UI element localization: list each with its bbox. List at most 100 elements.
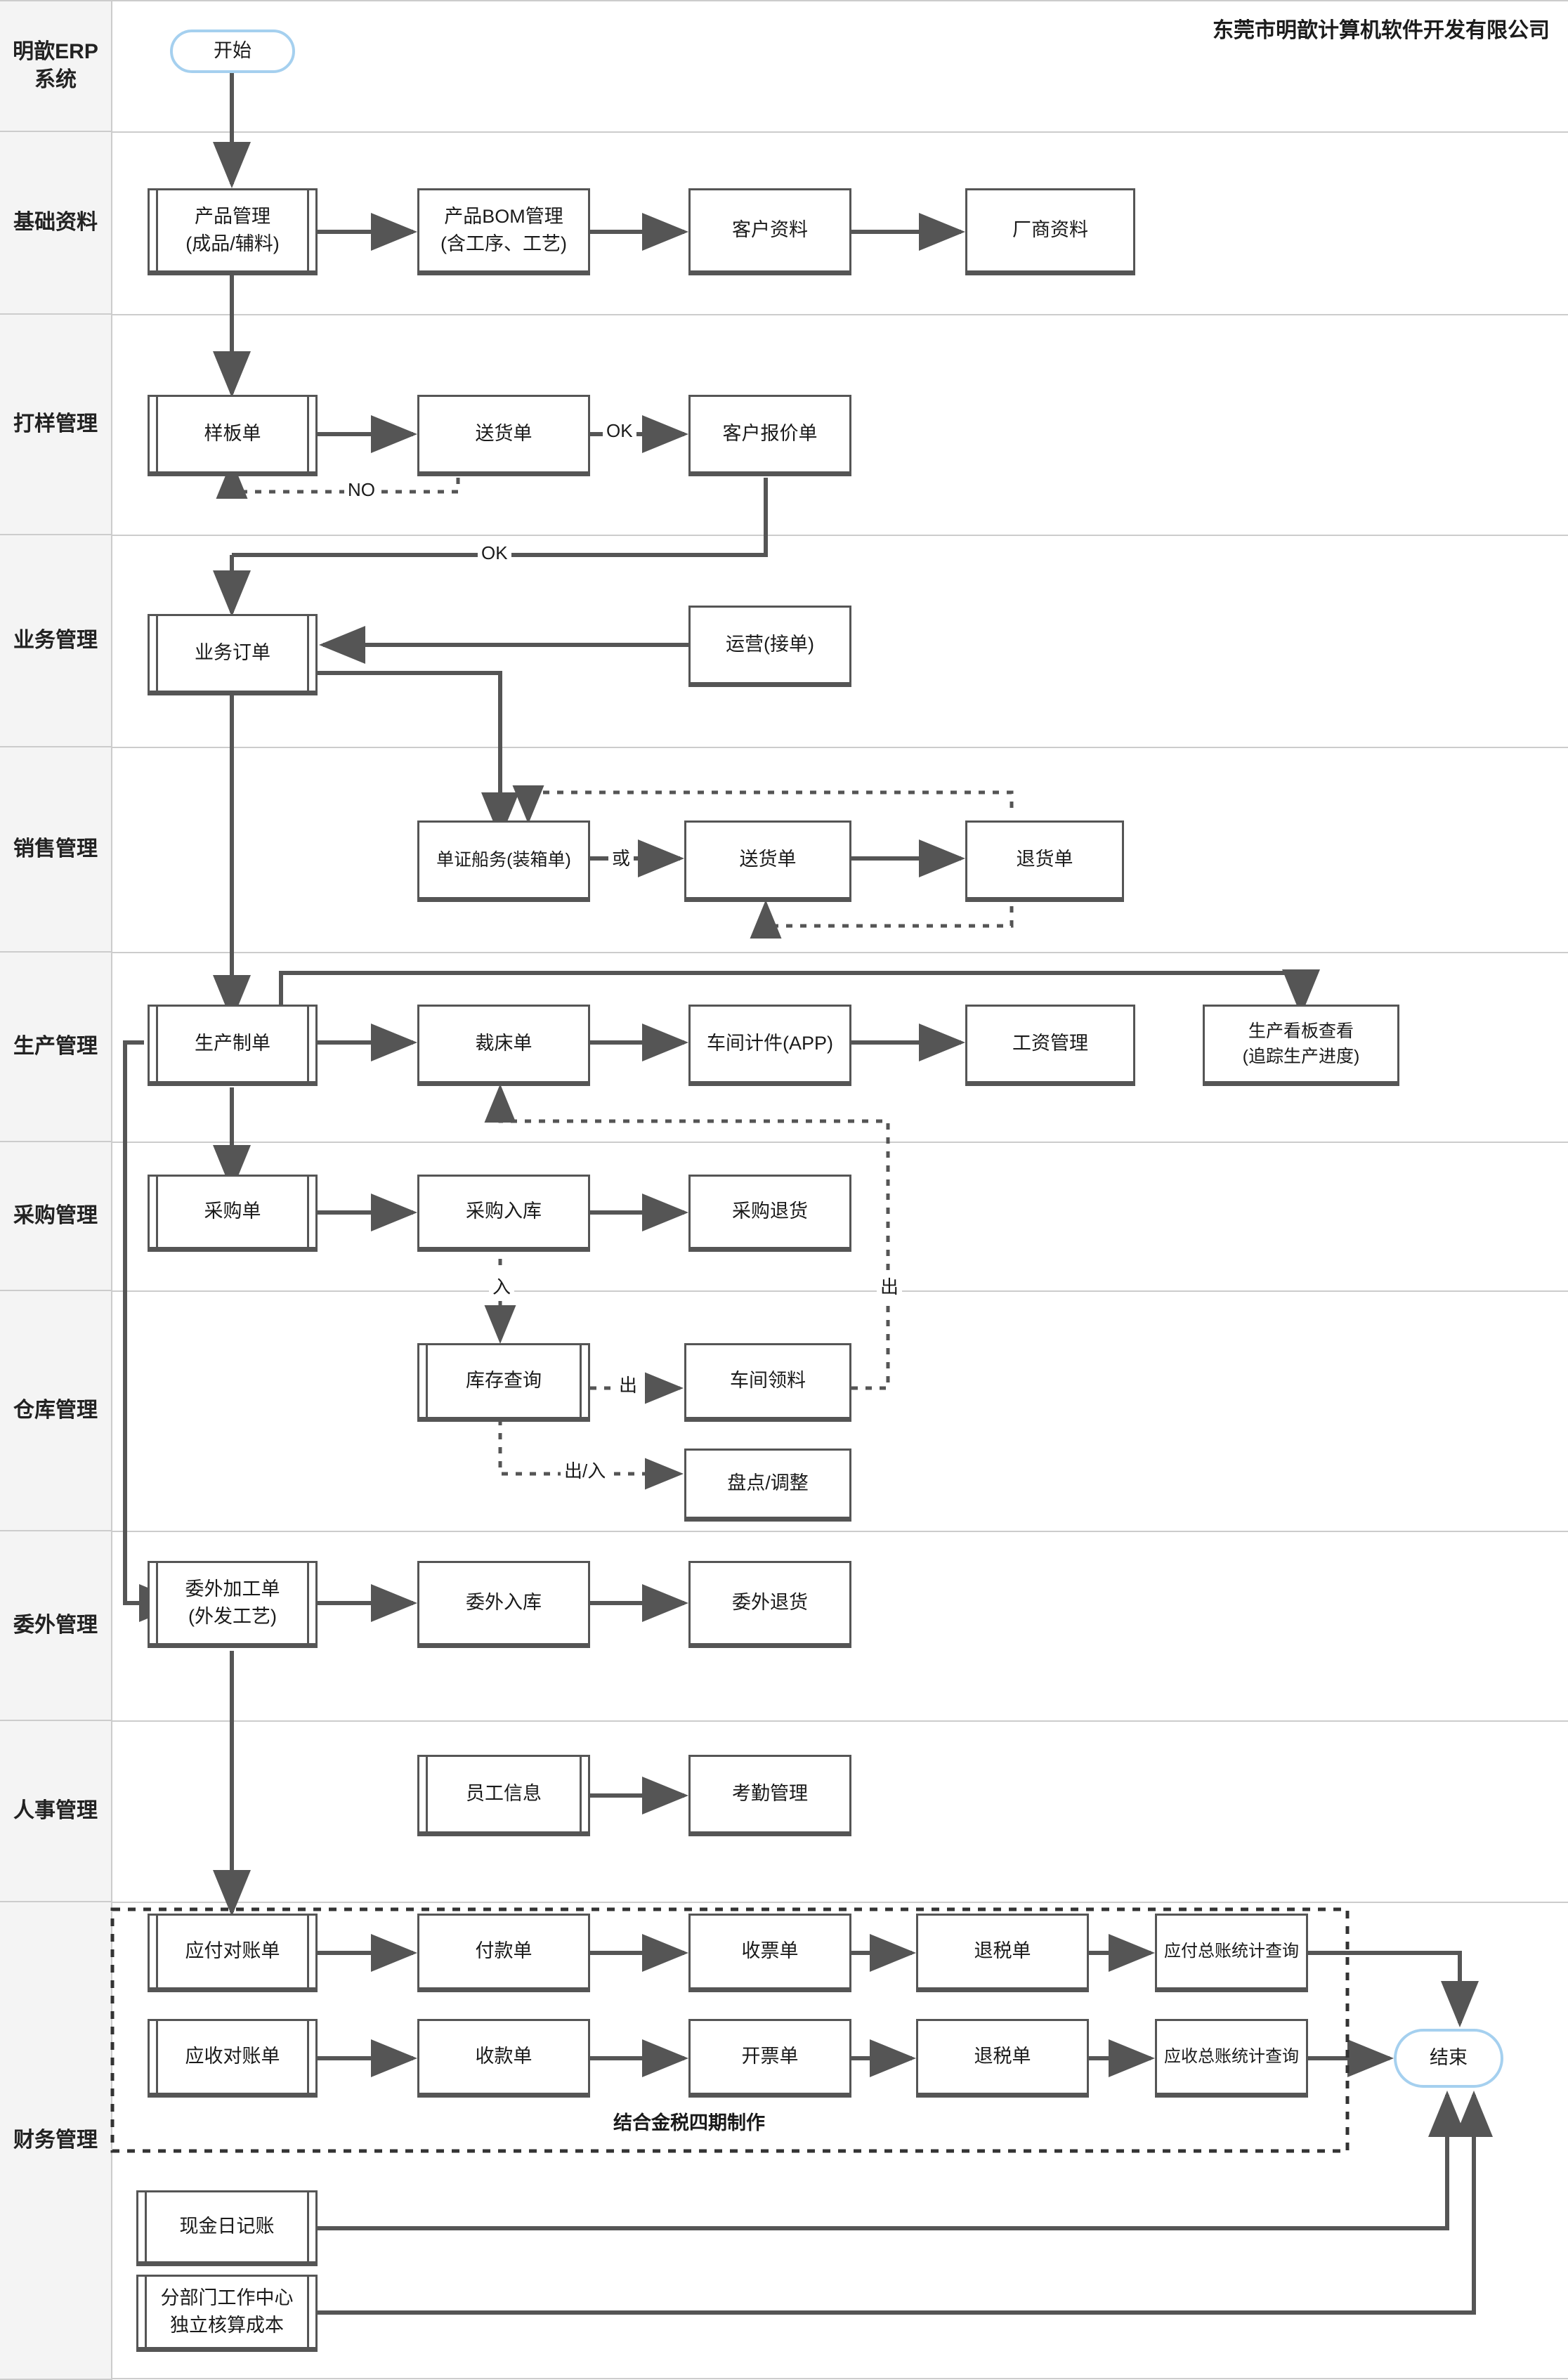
node-label: 车间计件(APP) — [706, 1033, 833, 1054]
node-payment-note[interactable]: 付款单 — [417, 1914, 590, 1992]
node-label: 生产看板查看 — [1248, 1021, 1354, 1041]
node-label: 开票单 — [741, 2046, 799, 2067]
node-purchase-in[interactable]: 采购入库 — [417, 1175, 590, 1252]
swimlane-label-warehouse: 仓库管理 — [0, 1291, 112, 1531]
swimlane-text: 仓库管理 — [13, 1398, 98, 1422]
node-tax-refund-ar[interactable]: 退税单 — [916, 2019, 1089, 2098]
node-sublabel: (外发工艺) — [188, 1606, 277, 1627]
node-sublabel: (追踪生产进度) — [1242, 1047, 1360, 1066]
node-label: 采购单 — [204, 1201, 261, 1222]
node-label: 收票单 — [741, 1940, 799, 1962]
node-label: 退货单 — [1016, 849, 1073, 870]
node-customer-quote[interactable]: 客户报价单 — [688, 395, 851, 476]
node-label: 采购入库 — [466, 1201, 542, 1222]
edge-label-out-production: 出 — [877, 1273, 903, 1299]
swimlane-label-hr: 人事管理 — [0, 1721, 112, 1902]
node-delivery-note-sampling[interactable]: 送货单 — [417, 395, 590, 476]
node-label: 裁床单 — [475, 1033, 533, 1054]
node-collection-note[interactable]: 收款单 — [417, 2019, 590, 2098]
node-sublabel: 独立核算成本 — [170, 2315, 284, 2336]
node-label: 样板单 — [204, 423, 261, 445]
node-label: 委外退货 — [732, 1592, 808, 1614]
node-operation-order[interactable]: 运营(接单) — [688, 606, 851, 687]
swimlane-text: 人事管理 — [13, 1798, 98, 1822]
node-workshop-piecework[interactable]: 车间计件(APP) — [688, 1005, 851, 1086]
node-cutting-order[interactable]: 裁床单 — [417, 1005, 590, 1086]
swimlane-text: 生产管理 — [13, 1034, 98, 1058]
node-label: 客户报价单 — [722, 423, 818, 445]
node-customer-data[interactable]: 客户资料 — [688, 188, 851, 275]
node-label: 库存查询 — [466, 1370, 542, 1392]
node-production-order[interactable]: 生产制单 — [148, 1005, 318, 1086]
node-end[interactable]: 结束 — [1394, 2029, 1503, 2088]
node-doc-shipping[interactable]: 单证船务(装箱单) — [417, 820, 590, 902]
node-department-work-center[interactable]: 分部门工作中心 独立核算成本 — [136, 2275, 318, 2352]
node-salary-management[interactable]: 工资管理 — [965, 1005, 1135, 1086]
node-ar-ledger-query[interactable]: 应收总账统计查询 — [1155, 2019, 1308, 2098]
node-sublabel: (成品/辅料) — [185, 233, 280, 254]
node-label: 应付总账统计查询 — [1164, 1941, 1299, 1961]
node-label: 送货单 — [739, 849, 797, 870]
node-workshop-picking[interactable]: 车间领料 — [684, 1343, 851, 1422]
node-delivery-note-sales[interactable]: 送货单 — [684, 820, 851, 902]
swimlane-text: 采购管理 — [13, 1203, 98, 1227]
edge-label-no-sampling: NO — [344, 479, 379, 501]
node-label: 车间领料 — [730, 1370, 806, 1392]
node-label: 考勤管理 — [732, 1783, 808, 1805]
edge-label-in-stock: 入 — [489, 1273, 515, 1299]
node-ar-statement[interactable]: 应收对账单 — [148, 2019, 318, 2098]
node-attendance-management[interactable]: 考勤管理 — [688, 1755, 851, 1836]
node-bom-management[interactable]: 产品BOM管理 (含工序、工艺) — [417, 188, 590, 275]
node-label: 业务订单 — [195, 642, 270, 664]
node-start[interactable]: 开始 — [170, 30, 295, 73]
swimlane-label-outsource: 委外管理 — [0, 1531, 112, 1721]
node-label: 员工信息 — [466, 1783, 542, 1805]
node-production-kanban[interactable]: 生产看板查看 (追踪生产进度) — [1203, 1005, 1399, 1086]
node-label: 产品管理 — [195, 205, 270, 227]
node-ap-statement[interactable]: 应付对账单 — [148, 1914, 318, 1992]
node-product-management[interactable]: 产品管理 (成品/辅料) — [148, 188, 318, 275]
node-label: 现金日记账 — [179, 2216, 275, 2237]
node-cash-journal[interactable]: 现金日记账 — [136, 2190, 318, 2266]
node-ap-ledger-query[interactable]: 应付总账统计查询 — [1155, 1914, 1308, 1992]
node-purchase-order[interactable]: 采购单 — [148, 1175, 318, 1252]
node-stock-query[interactable]: 库存查询 — [417, 1343, 590, 1422]
node-employee-info[interactable]: 员工信息 — [417, 1755, 590, 1836]
swimlane-text: 销售管理 — [13, 837, 98, 861]
node-business-order[interactable]: 业务订单 — [148, 614, 318, 695]
node-label: 工资管理 — [1012, 1033, 1088, 1054]
node-label: 客户资料 — [732, 219, 808, 241]
node-purchase-return[interactable]: 采购退货 — [688, 1175, 851, 1252]
node-label: 单证船务(装箱单) — [436, 849, 571, 870]
node-label: 运营(接单) — [726, 634, 814, 655]
swimlane-text: 打样管理 — [13, 412, 98, 436]
edge-label-ok-sampling: OK — [603, 420, 636, 442]
node-label: 产品BOM管理 — [444, 205, 563, 227]
node-tax-refund-ap[interactable]: 退税单 — [916, 1914, 1089, 1992]
edge-label-out-workshop: 出 — [615, 1371, 641, 1397]
node-return-note[interactable]: 退货单 — [965, 820, 1124, 902]
node-label: 送货单 — [475, 423, 533, 445]
node-receipt-note[interactable]: 收票单 — [688, 1914, 851, 1992]
node-label: 应收对账单 — [185, 2046, 280, 2067]
node-label: 结束 — [1430, 2047, 1468, 2069]
swimlane-text: 基础资料 — [13, 210, 98, 234]
node-label: 盘点/调整 — [727, 1472, 809, 1494]
node-label: 付款单 — [475, 1940, 533, 1962]
swimlane-label-sales: 销售管理 — [0, 747, 112, 953]
node-outsource-order[interactable]: 委外加工单 (外发工艺) — [148, 1561, 318, 1648]
node-stocktake-adjust[interactable]: 盘点/调整 — [684, 1449, 851, 1522]
node-vendor-data[interactable]: 厂商资料 — [965, 188, 1135, 275]
node-invoice-note[interactable]: 开票单 — [688, 2019, 851, 2098]
node-outsource-in[interactable]: 委外入库 — [417, 1561, 590, 1648]
node-sample-order[interactable]: 样板单 — [148, 395, 318, 476]
swimlane-text: 业务管理 — [13, 628, 98, 652]
node-label: 采购退货 — [732, 1201, 808, 1222]
edge-label-out-in-stocktake: 出/入 — [561, 1457, 610, 1483]
node-outsource-return[interactable]: 委外退货 — [688, 1561, 851, 1648]
swimlane-text: 委外管理 — [13, 1613, 98, 1637]
